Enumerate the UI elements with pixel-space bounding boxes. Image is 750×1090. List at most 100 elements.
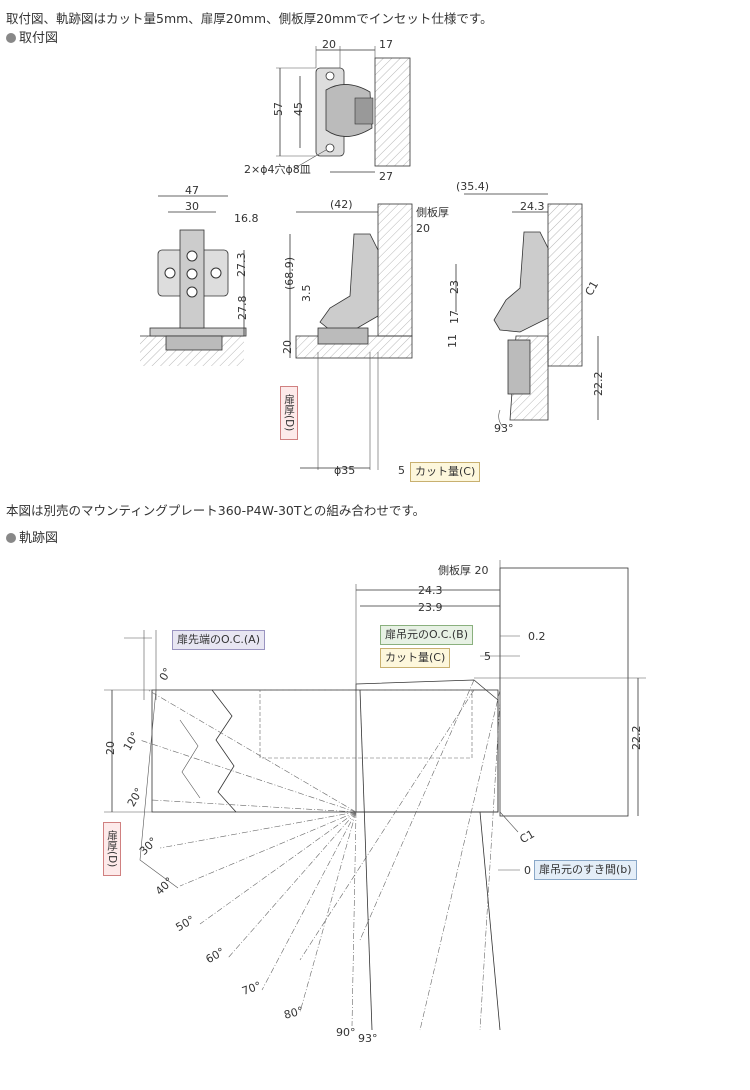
dim-h689: (68.9) xyxy=(283,257,296,290)
dim-h57: 57 xyxy=(272,102,285,116)
track-ray xyxy=(479,699,501,1031)
section-mount-title: 取付図 xyxy=(19,31,59,46)
track-ray xyxy=(139,739,357,813)
dim-h23: 23 xyxy=(448,280,461,294)
top-screw-hole xyxy=(325,143,335,153)
dim-phi35: ϕ35 xyxy=(334,464,355,477)
dim-w20: 20 xyxy=(322,38,336,51)
track-ray xyxy=(147,689,357,813)
section-track-heading: 軌跡図 xyxy=(6,527,58,546)
angle-60: 60° xyxy=(204,945,227,966)
track-gap-value: 0 xyxy=(524,864,531,877)
top-hinge-cup xyxy=(354,97,374,125)
dim-h11: 11 xyxy=(446,334,459,348)
side-hinge-arm xyxy=(319,233,379,331)
angle-40: 40° xyxy=(153,875,176,898)
door-90-line xyxy=(359,689,373,1031)
combo-note: 本図は別売のマウンティングプレート360-P4W-30Tとの組み合わせです。 xyxy=(6,503,426,518)
dim-w30: 30 xyxy=(185,200,199,213)
open-side-panel-hatch xyxy=(547,203,583,367)
track-ray xyxy=(419,689,501,1031)
top-screw-hole xyxy=(325,71,335,81)
track-ray xyxy=(179,811,357,887)
top-view-drawing: 20 17 57 45 27 2×ϕ4穴ϕ8皿 xyxy=(244,38,411,183)
angle-50: 50° xyxy=(174,913,197,934)
open-view-drawing: (35.4) 24.3 C1 22.2 93° xyxy=(456,180,605,435)
angle-70: 70° xyxy=(240,979,263,998)
section-track-title: 軌跡図 xyxy=(19,531,59,546)
track-ray xyxy=(227,811,357,959)
angle-80: 80° xyxy=(283,1004,305,1022)
dim-w243: 24.3 xyxy=(520,200,545,213)
dim-w354: (35.4) xyxy=(456,180,489,193)
mount-cut-amount-label: カット量(C) xyxy=(410,462,481,482)
dim-b27: 27 xyxy=(379,170,393,183)
label-c1: C1 xyxy=(583,279,602,298)
hole-spec: 2×ϕ4穴ϕ8皿 xyxy=(244,162,311,176)
dim-w168: 16.8 xyxy=(234,212,259,225)
track-dim-w239: 23.9 xyxy=(418,601,443,614)
dim-h273: 27.3 xyxy=(235,253,248,278)
track-ray xyxy=(359,679,475,941)
dim-h35: 3.5 xyxy=(300,285,313,303)
front-door-cup xyxy=(165,335,223,351)
track-break-line xyxy=(211,689,237,813)
track-side-panel xyxy=(499,567,629,817)
bullet-icon xyxy=(6,533,16,543)
track-oc-b-label: 扉吊元のO.C.(B) xyxy=(380,625,474,645)
front-view-drawing: 47 30 16.8 27.3 27.8 xyxy=(140,184,259,366)
track-gap-label: 扉吊元のすき間(b) xyxy=(534,860,637,880)
front-adjust-screw xyxy=(186,286,198,298)
section-mount-heading: 取付図 xyxy=(6,27,58,46)
door-sweep-outline xyxy=(355,679,499,813)
track-cut-label: カット量(C) xyxy=(380,648,451,668)
angle-arc xyxy=(498,409,505,429)
track-label-c1: C1 xyxy=(518,827,537,846)
door-93-line xyxy=(479,811,501,1031)
front-mount-plate xyxy=(149,327,247,337)
track-dim-h222: 22.2 xyxy=(630,726,643,751)
bullet-icon xyxy=(6,33,16,43)
dim-w47: 47 xyxy=(185,184,199,197)
track-oc-a-label: 扉先端のO.C.(A) xyxy=(172,630,265,650)
track-ray xyxy=(159,811,357,849)
side-view-drawing: (42) 側板厚 20 (68.9) 3.5 20 23 17 11 ϕ35 5 xyxy=(281,198,461,477)
front-adjust-screw xyxy=(186,250,198,262)
track-ray xyxy=(299,689,475,961)
angle-93: 93° xyxy=(494,422,514,435)
open-door-cup xyxy=(507,339,531,395)
dim-h20: 20 xyxy=(281,340,294,354)
track-break-line xyxy=(179,719,201,799)
front-hole xyxy=(210,267,222,279)
track-cut-value: 5 xyxy=(484,650,491,663)
track-ray xyxy=(151,799,357,813)
track-door-thickness-label: 扉厚(D) xyxy=(103,822,121,876)
dim-h17: 17 xyxy=(448,310,461,324)
front-adjust-screw xyxy=(186,268,198,280)
header-note: 取付図、軌跡図はカット量5mm、扉厚20mm、側板厚20mmでインセット仕様です… xyxy=(6,11,493,26)
track-ray xyxy=(299,811,357,1013)
dim-w42: (42) xyxy=(330,198,353,211)
dim-cut5: 5 xyxy=(398,464,405,477)
track-cup-outline xyxy=(259,689,473,759)
dim-h278: 27.8 xyxy=(236,296,249,321)
angle-20: 20° xyxy=(125,786,146,809)
side-hinge-cup xyxy=(317,327,369,345)
track-rays xyxy=(139,679,501,1031)
dim-h45: 45 xyxy=(292,102,305,116)
dim-w17: 17 xyxy=(379,38,393,51)
dim-h222: 22.2 xyxy=(592,372,605,397)
side-panel-label: 側板厚 xyxy=(416,205,449,219)
angle-93: 93° xyxy=(358,1032,378,1045)
side-panel-value: 20 xyxy=(416,222,430,235)
door-edge-path xyxy=(139,689,179,889)
angle-10: 10° xyxy=(121,730,142,753)
front-hole xyxy=(164,267,176,279)
angle-90: 90° xyxy=(336,1026,356,1039)
angle-0: 0° xyxy=(157,666,175,683)
leader-line xyxy=(499,811,519,833)
top-side-panel-hatch xyxy=(374,57,411,167)
mount-door-thickness-label: 扉厚(D) xyxy=(280,386,298,440)
track-ray xyxy=(199,811,357,925)
